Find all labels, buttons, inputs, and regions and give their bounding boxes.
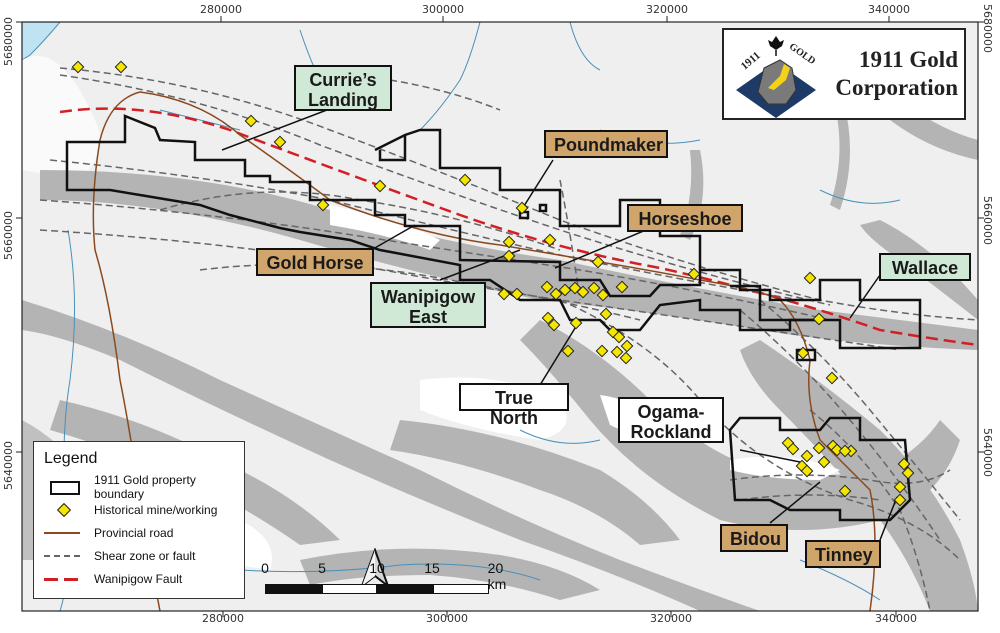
label-line: Gold Horse (266, 253, 364, 273)
company-name-line2: Corporation (835, 75, 958, 100)
label-wallace[interactable]: Wallace (879, 253, 971, 281)
label-curries-landing[interactable]: Currie’s Landing (294, 65, 392, 111)
x-tick-bottom-320000: 320000 (650, 612, 692, 625)
label-line: Ogama- (637, 402, 705, 422)
label-poundmaker[interactable]: Poundmaker (544, 130, 668, 158)
map-frame (21, 21, 979, 612)
legend: Legend 1911 Gold property boundary Histo… (33, 441, 245, 599)
label-bidou[interactable]: Bidou (720, 524, 788, 552)
mine-diamond-icon (44, 502, 84, 518)
road-line-icon (44, 525, 84, 541)
x-tick-bottom-300000: 300000 (426, 612, 468, 625)
legend-label: Historical mine/working (94, 502, 218, 517)
scale-tick-5: 5 (318, 560, 326, 576)
provincial-roads (92, 91, 876, 611)
x-tick-top-300000: 300000 (422, 3, 464, 16)
x-tick-bottom-340000: 340000 (875, 612, 917, 625)
label-line: Tinney (815, 545, 873, 565)
label-line: Currie’s (309, 70, 377, 90)
label-line: Wanipigow (380, 287, 476, 307)
legend-item-wanipigow-fault: Wanipigow Fault (44, 567, 234, 590)
white-area (22, 56, 100, 180)
x-tick-top-340000: 340000 (868, 3, 910, 16)
label-tinney[interactable]: Tinney (805, 540, 881, 568)
label-gold-horse[interactable]: Gold Horse (256, 248, 374, 276)
x-tick-bottom-280000: 280000 (202, 612, 244, 625)
legend-item-property-boundary: 1911 Gold property boundary (44, 472, 234, 501)
property-boundary-icon (44, 479, 84, 495)
label-wanipigow-east[interactable]: Wanipigow East (370, 282, 486, 328)
scale-segment (322, 584, 377, 594)
legend-item-shear-zone: Shear zone or fault (44, 544, 234, 567)
label-line: True North (490, 388, 538, 428)
scale-tick-10: 10 (369, 560, 385, 576)
label-line: Wallace (891, 258, 959, 278)
legend-title: Legend (44, 450, 98, 467)
legend-label: Shear zone or fault (94, 548, 196, 563)
scale-segment (377, 584, 433, 594)
scale-tick-15: 15 (424, 560, 440, 576)
label-ogama-rockland[interactable]: Ogama- Rockland (618, 397, 724, 443)
legend-label: Wanipigow Fault (94, 571, 183, 586)
label-line: Poundmaker (554, 135, 664, 155)
scale-tick-0: 0 (261, 560, 269, 576)
north-arrow-icon (360, 548, 390, 589)
legend-item-historical-mine: Historical mine/working (44, 498, 234, 521)
legend-label: 1911 Gold property boundary (94, 472, 196, 501)
label-line: Bidou (730, 529, 781, 549)
label-line: Landing (308, 90, 378, 110)
lake (22, 22, 61, 61)
axis-ticks (16, 16, 984, 617)
label-line: East (408, 307, 448, 327)
scale-segment (265, 584, 322, 594)
svg-text:GOLD: GOLD (787, 41, 817, 67)
company-name: 1911 Gold Corporation (832, 46, 958, 102)
fault-dash-icon (44, 571, 84, 587)
1911-gold-logo-icon: 1911 GOLD (736, 36, 817, 118)
label-true-north[interactable]: True North (459, 383, 569, 428)
legend-item-provincial-road: Provincial road (44, 521, 234, 544)
wanipigow-fault (59, 107, 978, 347)
label-line: Horseshoe (638, 209, 732, 229)
label-line: Rockland (630, 422, 712, 442)
svg-text:1911: 1911 (739, 50, 763, 73)
historical-mine-markers[interactable] (71, 60, 915, 507)
company-logo-panel: 1911 GOLD 1911 Gold Corporation (722, 28, 966, 120)
shear-dash-icon (44, 548, 84, 564)
x-tick-top-280000: 280000 (200, 3, 242, 16)
company-name-line1: 1911 Gold (858, 47, 958, 72)
scale-segment (433, 584, 489, 594)
scale-tick-20km: 20 km (487, 560, 507, 592)
x-tick-top-320000: 320000 (646, 3, 688, 16)
label-horseshoe[interactable]: Horseshoe (627, 204, 743, 232)
legend-label: Provincial road (94, 525, 174, 540)
